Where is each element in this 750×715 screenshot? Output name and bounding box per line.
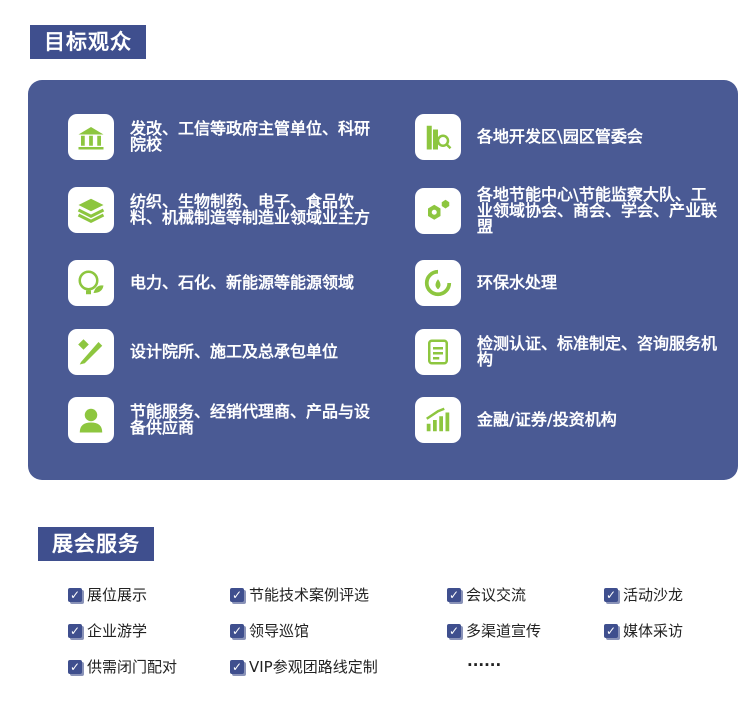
water-drop-icon — [415, 260, 461, 306]
checkbox-checked-icon: ✓ — [68, 659, 82, 674]
audience-item: 节能服务、经销代理商、产品与设备供应商 — [68, 397, 375, 443]
services-title: 展会服务 — [38, 527, 154, 561]
audience-item: 电力、石化、新能源等能源领域 — [68, 260, 375, 306]
service-label: 企业游学 — [87, 622, 148, 640]
service-label: 供需闭门配对 — [87, 658, 178, 676]
growth-chart-icon — [415, 397, 461, 443]
audience-item: 各地开发区\园区管委会 — [415, 114, 722, 160]
audience-item-label: 发改、工信等政府主管单位、科研院校 — [130, 119, 371, 154]
checkbox-checked-icon: ✓ — [447, 587, 461, 602]
audience-item-label: 环保水处理 — [477, 273, 558, 292]
audience-item: 检测认证、标准制定、咨询服务机构 — [415, 329, 722, 375]
checkbox-checked-icon: ✓ — [230, 659, 244, 674]
checkbox-checked-icon: ✓ — [230, 623, 244, 638]
audience-item: 纺织、生物制药、电子、食品饮料、机械制造等制造业领域业主方 — [68, 187, 375, 233]
checkbox-checked-icon: ✓ — [604, 623, 618, 638]
service-item: ✓ 会议交流 — [447, 584, 526, 605]
buildings-search-icon — [415, 114, 461, 160]
service-label: 媒体采访 — [623, 622, 684, 640]
checkbox-checked-icon: ✓ — [230, 587, 244, 602]
service-item: ✓ 多渠道宣传 — [447, 620, 541, 641]
lightbulb-leaf-icon — [68, 260, 114, 306]
checkbox-checked-icon: ✓ — [68, 623, 82, 638]
checkbox-checked-icon: ✓ — [604, 587, 618, 602]
service-item: ✓ 展位展示 — [68, 584, 147, 605]
checkbox-checked-icon: ✓ — [68, 587, 82, 602]
service-label: VIP参观团路线定制 — [249, 658, 378, 676]
audience-item-label: 检测认证、标准制定、咨询服务机构 — [477, 334, 718, 369]
audience-title: 目标观众 — [30, 25, 146, 59]
service-label: 会议交流 — [466, 586, 527, 604]
service-label: 节能技术案例评选 — [249, 586, 370, 604]
audience-item: 环保水处理 — [415, 260, 722, 306]
service-label: 展位展示 — [87, 586, 148, 604]
government-building-icon — [68, 114, 114, 160]
service-label: 多渠道宣传 — [466, 622, 542, 640]
audience-item-label: 设计院所、施工及总承包单位 — [130, 342, 339, 361]
audience-item-label: 各地开发区\园区管委会 — [477, 127, 643, 146]
service-label: 活动沙龙 — [623, 586, 684, 604]
design-tools-icon — [68, 329, 114, 375]
service-item: ✓ 活动沙龙 — [604, 584, 683, 605]
audience-item-label: 各地节能中心\节能监察大队、工业领域协会、商会、学会、产业联盟 — [477, 185, 718, 236]
audience-item-label: 节能服务、经销代理商、产品与设备供应商 — [130, 402, 371, 437]
service-item: ✓ 供需闭门配对 — [68, 656, 177, 677]
service-item: ✓ 媒体采访 — [604, 620, 683, 641]
service-item: ✓ 节能技术案例评选 — [230, 584, 369, 605]
service-item: ✓ VIP参观团路线定制 — [230, 656, 378, 677]
checkbox-checked-icon: ✓ — [447, 623, 461, 638]
service-item: ✓ 企业游学 — [68, 620, 147, 641]
audience-item-label: 纺织、生物制药、电子、食品饮料、机械制造等制造业领域业主方 — [130, 192, 371, 227]
audience-panel — [28, 80, 738, 480]
more-ellipsis: ...... — [467, 652, 502, 670]
audience-item: 各地节能中心\节能监察大队、工业领域协会、商会、学会、产业联盟 — [415, 187, 722, 235]
audience-item-label: 金融/证券/投资机构 — [477, 410, 617, 429]
audience-item: 设计院所、施工及总承包单位 — [68, 329, 375, 375]
service-label: 领导巡馆 — [249, 622, 310, 640]
audience-item: 金融/证券/投资机构 — [415, 397, 722, 443]
layers-icon — [68, 187, 114, 233]
person-icon — [68, 397, 114, 443]
hex-nut-icon — [415, 188, 461, 234]
service-item: ✓ 领导巡馆 — [230, 620, 309, 641]
audience-item-label: 电力、石化、新能源等能源领域 — [130, 273, 355, 292]
checklist-icon — [415, 329, 461, 375]
audience-item: 发改、工信等政府主管单位、科研院校 — [68, 114, 375, 160]
